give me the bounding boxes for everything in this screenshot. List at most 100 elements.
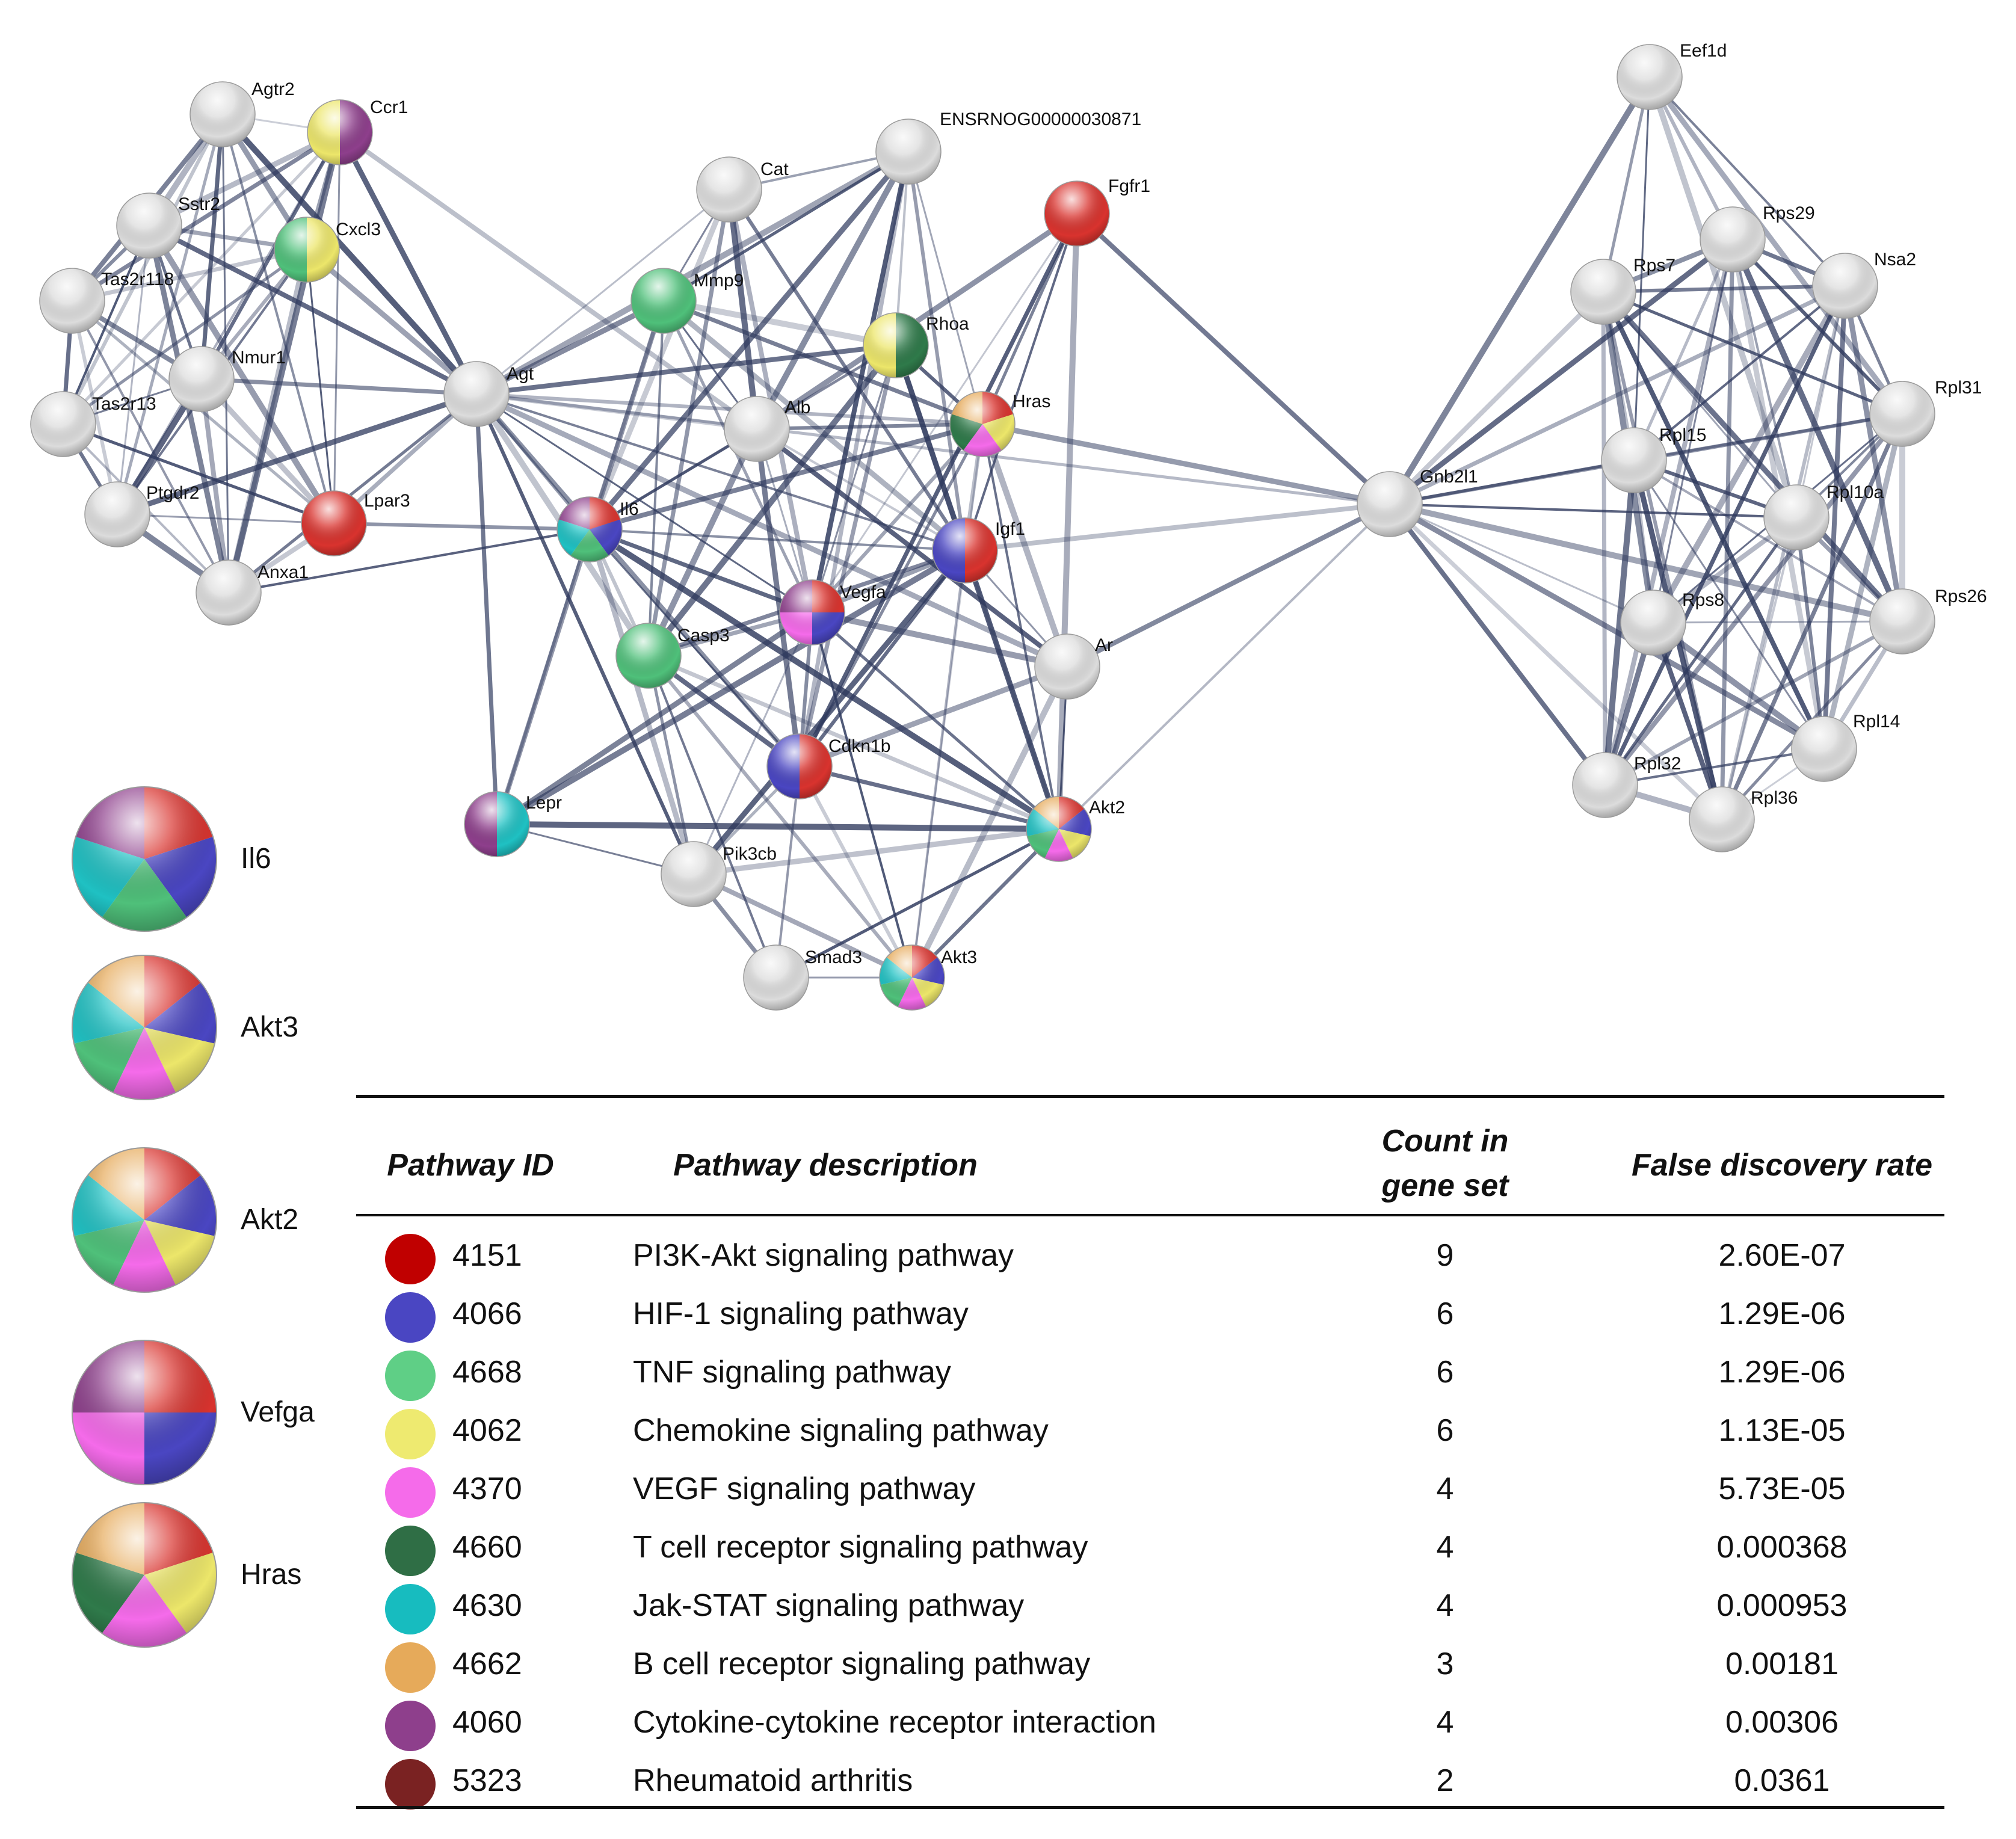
- node-cxcl3: Cxcl3: [274, 217, 381, 283]
- edge-mmp9-casp3: [647, 300, 665, 656]
- edge-cdkn1b-akt2: [799, 764, 1059, 831]
- node-label: Igf1: [995, 519, 1025, 539]
- edge-casp3-akt3: [647, 655, 914, 979]
- node-gnb2l1: Gnb2l1: [1357, 467, 1478, 537]
- edge-il6-igf1: [589, 528, 966, 552]
- edge-anxa1-agt: [227, 393, 478, 594]
- node-sstr2: Sstr2: [116, 193, 220, 259]
- edge-casp3-smad3: [647, 655, 777, 978]
- edge-il6-akt2: [588, 526, 1061, 832]
- edge-hras-akt2: [981, 424, 1060, 830]
- edge-lpar3-il6: [333, 522, 590, 531]
- count-cell: 9: [1436, 1238, 1454, 1273]
- fdr-cell: 5.73E-05: [1718, 1471, 1846, 1506]
- header-count-line1: Count in: [1381, 1124, 1509, 1159]
- edges-layer: [61, 75, 1905, 980]
- edge-ccr1-anxa1: [226, 131, 343, 594]
- edge-eef1d-nsa2: [1648, 76, 1846, 287]
- edge-ptgdr2-lpar3: [117, 513, 334, 525]
- pathway-id-cell: 4662: [452, 1646, 522, 1681]
- edge-akt2-akt3: [910, 827, 1061, 979]
- node-label: Nmur1: [232, 348, 286, 368]
- edge-vegfa-lepr: [495, 610, 814, 827]
- edge-vegfa-pik3cb: [692, 612, 813, 875]
- node-label: Rpl36: [1751, 788, 1798, 808]
- node-igf1: Igf1: [932, 517, 1025, 584]
- pathway-table: Pathway ID Pathway description Count in …: [356, 1095, 1944, 1811]
- legend-ball-icon: [72, 955, 217, 1100]
- edge-gnb2l1-rpl32: [1387, 502, 1608, 787]
- edge-rpl31-rpl36: [1719, 413, 1905, 821]
- pathway-id-cell: 4066: [452, 1296, 522, 1331]
- network-diagram: Agtr2Ccr1Sstr2Cxcl3Tas2r118Nmur1Tas2r13P…: [30, 41, 1987, 1011]
- legend-ball-icon: [72, 1502, 217, 1648]
- edge-pik3cb-akt3: [692, 872, 913, 980]
- pathway-description-cell: HIF-1 signaling pathway: [633, 1296, 969, 1331]
- fdr-cell: 0.0361: [1734, 1763, 1830, 1798]
- node-label: Cxcl3: [336, 220, 381, 239]
- edge-cat-alb: [726, 189, 760, 430]
- node-rpl15: Rpl15: [1601, 425, 1706, 493]
- node-nmur1: Nmur1: [168, 346, 286, 412]
- edge-nsa2-rpl15: [1633, 285, 1846, 461]
- edge-tas2r118-ptgdr2: [70, 300, 119, 515]
- edge-rps26-rpl32: [1604, 620, 1903, 787]
- count-cell: 3: [1436, 1646, 1454, 1681]
- edge-il6-cdkn1b: [588, 529, 801, 767]
- edge-nmur1-anxa1: [199, 378, 231, 593]
- count-cell: 4: [1436, 1705, 1454, 1740]
- legend-item: Il6: [66, 782, 355, 938]
- node-label: Tas2r118: [101, 270, 174, 289]
- legend-item: Akt3: [66, 950, 355, 1107]
- edge-igf1-akt2: [963, 550, 1061, 830]
- edge-agt-alb: [476, 392, 757, 431]
- node-lpar3: Lpar3: [301, 490, 410, 556]
- edge-casp3-akt2: [647, 653, 1060, 831]
- edge-cdkn1b-smad3: [775, 766, 801, 978]
- legend-item: Vefga: [66, 1335, 355, 1492]
- edge-mmp9-hras: [662, 298, 984, 427]
- edge-eef1d-rps7: [1601, 76, 1651, 292]
- node-ensrnog: ENSRNOG00000030871: [875, 109, 1141, 185]
- node-agt: Agt: [443, 361, 534, 427]
- node-akt3: Akt3: [879, 944, 977, 1011]
- edge-sstr2-tas2r13: [62, 225, 150, 425]
- edge-gnb2l1-eef1d: [1387, 75, 1653, 506]
- node-label: Rpl32: [1634, 754, 1681, 774]
- table-top-rule: [356, 1095, 1944, 1098]
- edge-rhoa-cdkn1b: [797, 345, 898, 767]
- edge-nsa2-rpl10a: [1795, 285, 1846, 518]
- edge-tas2r118-lpar3: [71, 300, 335, 525]
- pathway-id-cell: 4062: [452, 1413, 522, 1448]
- node-ar: Ar: [1034, 633, 1113, 700]
- node-pik3cb: Pik3cb: [661, 841, 777, 907]
- legend-label: Hras: [241, 1559, 302, 1591]
- edge-rhoa-igf1: [893, 344, 967, 552]
- node-label: Cdkn1b: [828, 736, 890, 756]
- node-rpl14: Rpl14: [1791, 712, 1900, 782]
- nodes-layer: Agtr2Ccr1Sstr2Cxcl3Tas2r118Nmur1Tas2r13P…: [30, 41, 1987, 1011]
- edge-ensrnog-igf1: [907, 151, 967, 551]
- edge-gnb2l1-rps7: [1388, 290, 1605, 506]
- pathway-color-dot: [385, 1292, 436, 1343]
- edge-fgfr1-igf1: [964, 213, 1078, 551]
- node-label: Gnb2l1: [1420, 467, 1478, 487]
- edge-ccr1-nmur1: [200, 131, 342, 380]
- node-label: Alb: [785, 398, 810, 417]
- edge-gnb2l1-rps29: [1388, 237, 1734, 507]
- node-ccr1: Ccr1: [307, 97, 408, 165]
- edge-agtr2-agt: [220, 112, 479, 396]
- node-label: Il6: [620, 499, 639, 519]
- edge-rps29-rpl15: [1632, 238, 1734, 461]
- node-rpl32: Rpl32: [1572, 752, 1681, 818]
- node-smad3: Smad3: [743, 944, 862, 1011]
- edge-tas2r13-lpar3: [63, 422, 334, 525]
- pathway-id-cell: 5323: [452, 1763, 522, 1798]
- edge-casp3-pik3cb: [647, 655, 695, 875]
- edge-mmp9-igf1: [662, 298, 967, 553]
- edge-cxcl3-agt: [305, 247, 478, 396]
- edge-cat-il6: [587, 188, 732, 531]
